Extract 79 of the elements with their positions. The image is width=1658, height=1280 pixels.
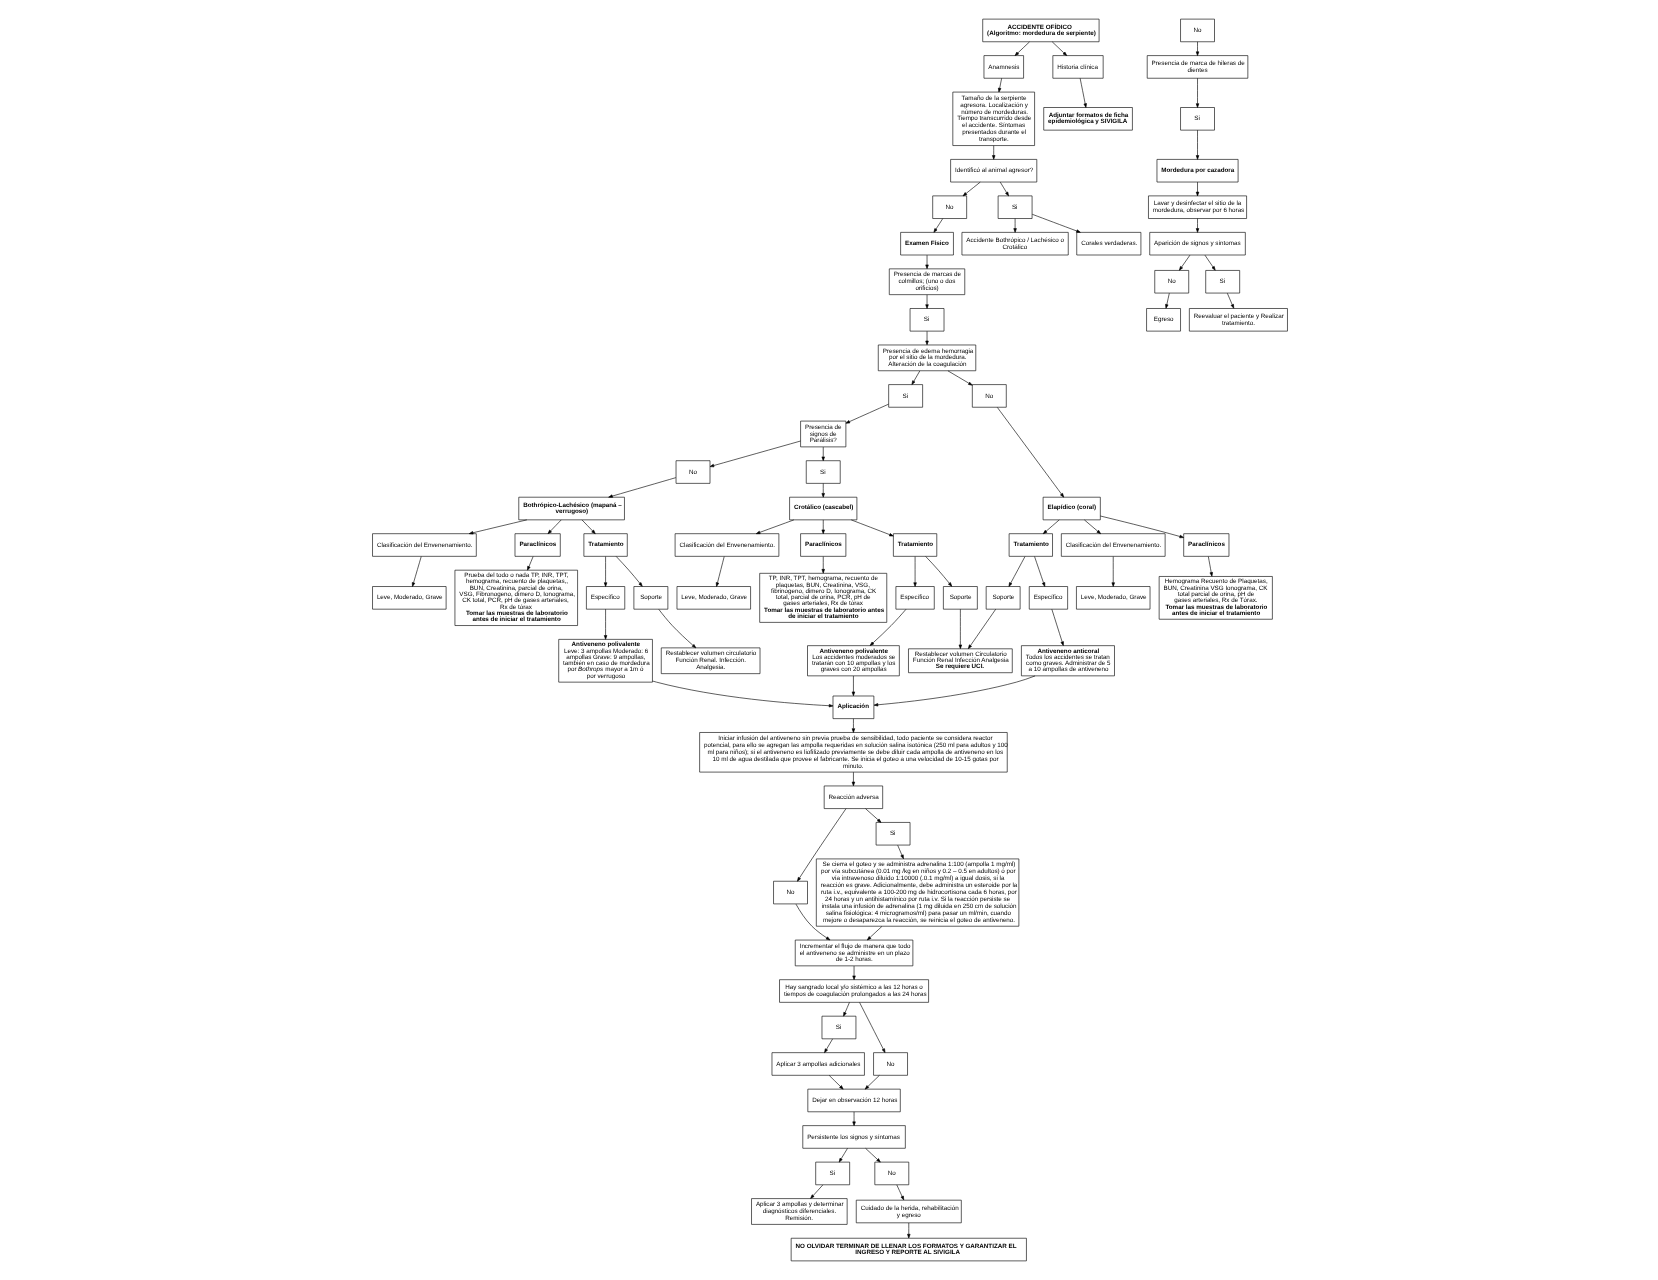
arrow [906,1222,910,1239]
arrow [1041,519,1059,534]
arrow [896,844,903,860]
arrow [1013,41,1029,56]
arrow [820,483,824,498]
arrow [823,1038,832,1053]
arrow [924,556,952,587]
arrow [1178,254,1190,271]
arrow [858,1002,885,1053]
arrow [864,1148,880,1163]
arrow [1050,608,1063,646]
arrow [1078,77,1086,108]
arrow [872,675,1035,707]
arrow [851,1111,855,1126]
arrow [410,556,421,587]
arrow [946,370,972,386]
arrow [1194,77,1199,108]
arrow [714,556,724,587]
arrow [1226,292,1234,309]
arrow [1050,41,1067,56]
arrow [1007,556,1025,587]
arrow [1194,218,1199,233]
arrow [602,608,607,640]
arrow [820,556,824,574]
arrow [850,718,855,733]
arrow [1203,254,1215,271]
arrow [1030,214,1080,233]
arrow [991,145,995,160]
arrow [851,965,855,980]
arrow [820,519,824,534]
arrow [863,1075,879,1090]
arrow [924,330,928,346]
arrow [1164,292,1169,309]
arrow [827,1075,843,1090]
arrow [996,407,1064,498]
arrow [526,556,533,571]
arrow [895,1184,904,1201]
arrow [864,808,881,823]
arrow [1012,218,1016,233]
arrow [754,519,794,534]
arrow [842,1002,849,1017]
arrow [868,608,906,646]
arrow [1110,556,1114,587]
arrow [1194,181,1199,197]
arrow [850,675,855,697]
arrow [796,808,846,882]
arrow [1194,41,1199,56]
arrow [794,903,830,941]
arrow [967,608,995,649]
arrow [844,403,888,424]
arrow [602,556,607,587]
arrow [932,218,943,233]
arrow [708,440,800,468]
arrow [1207,556,1212,577]
arrow [467,519,527,535]
arrow [1033,556,1045,587]
arrow [850,771,855,787]
arrow [1194,129,1199,160]
arrow [837,1148,847,1163]
arrow [997,77,1001,93]
arrow [866,926,882,941]
arrow [924,294,928,309]
arrow [924,254,928,269]
arrow [657,609,696,649]
arrow [1083,519,1100,534]
arrow [580,519,595,534]
arrow [961,181,980,197]
arrow [614,556,642,587]
arrow [957,608,961,649]
arrow [998,181,1008,197]
arrow [1099,515,1183,539]
arrow [849,519,893,537]
arrow [651,680,833,708]
arrow [912,556,916,587]
arrow [910,370,920,385]
arrow [820,446,824,461]
arrow [607,477,676,498]
arrow [809,1184,823,1199]
arrow [546,519,561,534]
